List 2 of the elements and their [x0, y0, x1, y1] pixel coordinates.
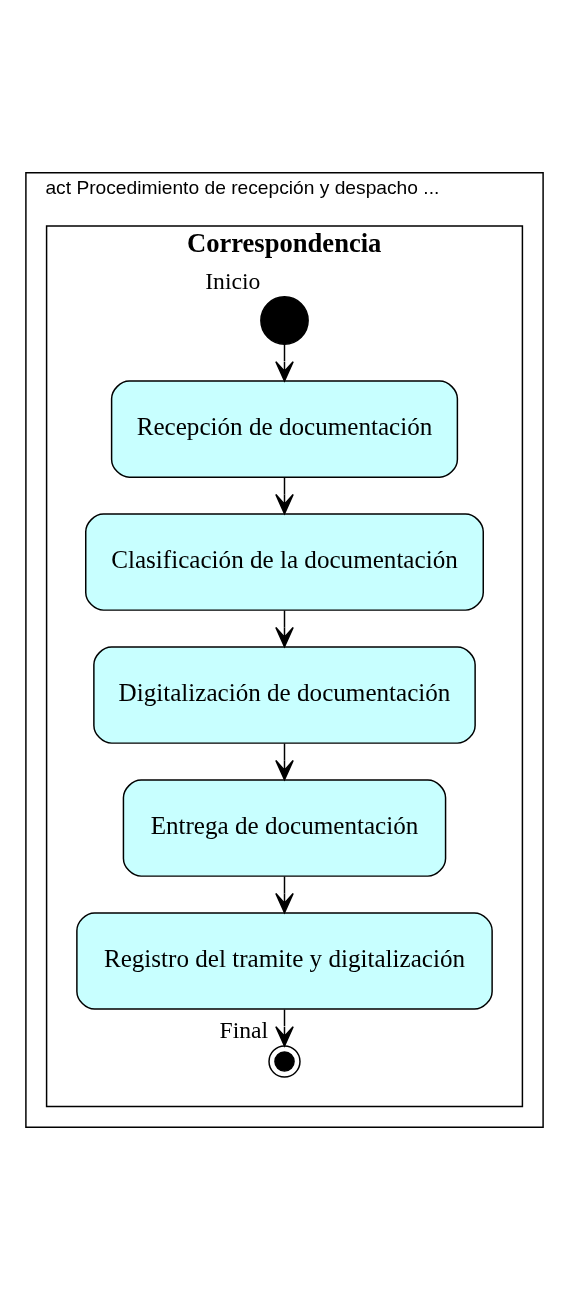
node-label: Final: [219, 1016, 269, 1043]
node-label: Inicio: [205, 267, 261, 294]
